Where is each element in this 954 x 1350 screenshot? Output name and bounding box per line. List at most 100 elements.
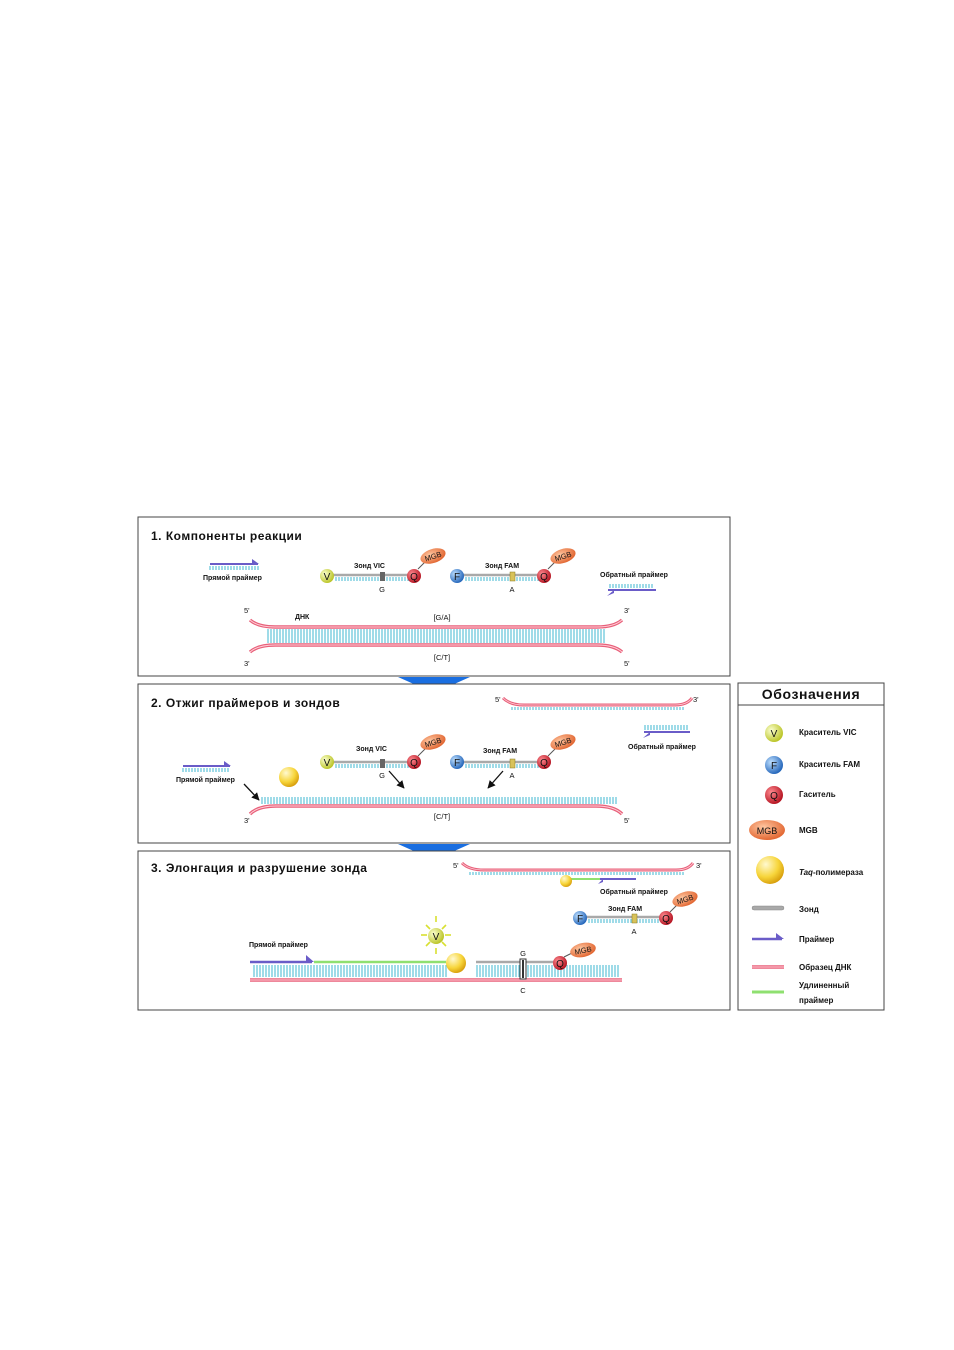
separated-strand: 5' 3' [495,695,699,710]
legend-item-dna: Образец ДНК [752,963,852,972]
reverse-primer: Обратный праймер [628,725,696,751]
snp-marker [631,913,638,924]
strand-rungs [261,797,617,804]
binding-arrow-icon [388,770,405,789]
quencher-letter: Q [540,758,548,769]
vic-dye-letter: V [324,758,331,769]
vic-probe-label: Зонд VIC [354,563,385,570]
vic-dye-letter: V [433,932,440,943]
quencher-letter: Q [556,959,564,970]
legend-item-fam: F Краситель FAM [765,756,860,774]
fam-dye-letter: F [771,761,777,772]
reverse-primer: Обратный праймер [600,571,668,596]
forward-primer-label: Прямой праймер [203,574,262,582]
legend-label: Образец ДНК [799,963,852,972]
quencher-letter: Q [662,914,670,925]
legend-label: Краситель FAM [799,760,860,769]
legend-item-vic: V Краситель VIC [765,724,857,742]
panel-2-title: 2. Отжиг праймеров и зондов [151,696,340,710]
panel-2: 2. Отжиг праймеров и зондов 5' 3' Обратн… [137,683,731,844]
quencher-icon [407,755,421,769]
forward-primer-label: Прямой праймер [176,776,235,784]
legend-item-probe: Зонд [751,905,819,914]
reverse-primer-label: Обратный праймер [628,743,696,751]
quencher-letter: Q [540,572,548,583]
mgb-label: MGB [757,826,778,836]
panel-3: 3. Элонгация и разрушение зонда 5' 3' Об… [137,850,731,1011]
legend-label: Удлиненный [799,981,849,990]
fam-base: A [509,771,514,780]
vic-probe-label: Зонд VIC [356,746,387,753]
quencher-icon [553,956,567,970]
forward-primer: Прямой праймер [203,559,262,582]
fam-dye-icon [450,755,464,769]
panel-3-title: 3. Элонгация и разрушение зонда [151,861,367,875]
fam-dye-icon [573,911,587,925]
panel-1: 1. Компоненты реакции Прямой праймер V Q… [137,516,731,677]
legend-label: Taq-полимераза [799,868,864,877]
base-g: G [520,949,526,958]
fam-probe: F Q MGB Зонд FAM A [573,891,698,936]
forward-primer-label: Прямой праймер [249,941,308,949]
fam-dye-letter: F [454,758,460,769]
vic-dye-letter: V [324,572,331,583]
end-3-top: 3' [624,606,630,615]
quencher-icon [659,911,673,925]
fam-probe: F Q MGB Зонд FAM A [450,734,576,780]
vic-dye-icon [428,928,444,944]
fam-dye-letter: F [577,914,583,925]
forward-primer: Прямой праймер [176,761,235,784]
vic-probe: V Q MGB Зонд VIC G [320,548,446,594]
mgb-icon [420,734,446,750]
legend-label: Праймер [799,935,834,944]
fam-probe-label: Зонд FAM [485,563,519,570]
allele-bottom: [C/T] [434,653,450,662]
taq-polymerase-icon [756,856,784,884]
probe-swatch-icon [751,905,785,911]
legend-item-extended: Удлиненный праймер [752,981,849,1005]
primer-rungs [182,768,229,772]
vic-base: G [379,771,385,780]
legend-item-quencher: Q Гаситель [765,786,836,804]
fam-base: A [631,927,636,936]
legend-label: MGB [799,826,818,835]
vic-dye-letter: V [771,729,778,740]
mgb-icon [550,548,576,564]
duplex-rungs [253,965,447,977]
dna-rungs [267,629,605,643]
dna-label: ДНК [295,614,310,621]
base-c: C [520,986,526,995]
legend: Обозначения V Краситель VIC F Краситель … [737,682,885,1011]
snp-marker [380,759,385,768]
fam-base: A [509,585,514,594]
fam-dye-letter: F [454,572,460,583]
vic-probe: V Q MGB Зонд VIC G [320,734,446,780]
taq-polymerase-icon [560,875,572,887]
vic-dye-icon [320,755,334,769]
end-3: 3' [693,695,699,704]
probe-rungs [588,919,659,923]
panel-2-frame [137,683,731,844]
reverse-primer-label: Обратный праймер [600,888,668,896]
end-5: 5' [495,695,501,704]
fam-dye-icon [765,756,783,774]
fam-probe-label: Зонд FAM [483,748,517,755]
legend-label: Зонд [799,905,819,914]
strand-rungs [469,872,684,875]
legend-item-taq: Taq-полимераза [756,856,864,884]
snp-marker [509,758,516,769]
taq-polymerase-icon [446,953,466,973]
extension-duplex: G C Q MGB [250,916,622,995]
snp-marker [509,571,516,582]
legend-item-mgb: MGB MGB [749,820,818,840]
quencher-icon [537,755,551,769]
end-5: 5' [624,816,630,825]
vic-base: G [379,585,385,594]
end-5-top: 5' [244,606,250,615]
separated-strand: 5' 3' Обратный праймер [453,861,702,896]
fam-dye-icon [450,569,464,583]
end-3: 3' [244,816,250,825]
panel-1-title: 1. Компоненты реакции [151,529,302,543]
legend-label: Гаситель [799,790,836,799]
